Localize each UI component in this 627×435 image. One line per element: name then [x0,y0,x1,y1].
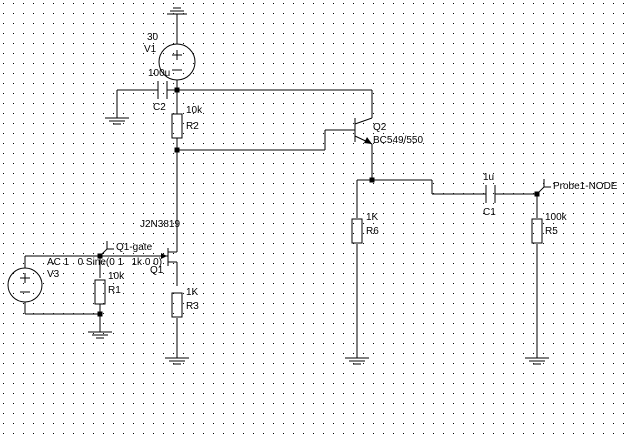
ground-c2 [105,117,129,125]
resistor-r6[interactable] [351,218,363,244]
resistor-r1[interactable] [94,279,106,305]
wires [24,14,538,358]
resistor-r5[interactable] [531,218,543,244]
r2-ref: R2 [186,121,199,132]
ground-r6 [345,357,369,365]
ac-source-v3[interactable] [7,267,43,303]
r3-ref: R3 [186,301,199,312]
probe-output-node[interactable] [536,179,551,195]
r6-ref: R6 [366,226,379,237]
c1-value: 1u [483,172,494,183]
r2-value: 10k [186,105,203,116]
capacitor-c1[interactable] [485,185,496,203]
transistor-q2[interactable] [354,117,373,145]
probe-output-label: Probe1-NODE [553,181,618,192]
c2-value: 100u [148,68,170,79]
q2-ref: Q2 [373,122,387,133]
v1-ref: V1 [144,44,157,55]
ground-r1 [88,330,112,339]
r1-value: 10k [108,271,125,282]
q1-value: J2N3819 [140,219,180,230]
c2-ref: C2 [153,102,166,113]
voltage-source-v1[interactable] [158,43,196,81]
v3-ref: V3 [47,269,60,280]
jfet-q1[interactable] [161,248,178,266]
v3-value: AC 1 0 Sine(0 1 1k 0 0) [47,257,162,268]
probe-q1-gate[interactable] [99,241,114,257]
resistor-r2[interactable] [171,113,183,139]
probe-q1-gate-label: Q1-gate [116,242,153,253]
ground-r3 [165,357,189,365]
ground-v1 [167,7,187,15]
q1-ref: Q1 [150,265,164,276]
ground-r5 [525,357,549,365]
r3-value: 1K [186,287,199,298]
capacitor-c2[interactable] [157,81,168,99]
resistor-r3[interactable] [171,292,183,318]
c1-ref: C1 [483,207,496,218]
grid-dots [3,3,624,434]
r5-ref: R5 [545,226,558,237]
r6-value: 1K [366,212,379,223]
r5-value: 100k [545,212,568,223]
junctions [97,87,540,317]
v1-value: 30 [147,32,159,43]
q2-value: BC549/550 [373,135,423,146]
r1-ref: R1 [108,285,121,296]
